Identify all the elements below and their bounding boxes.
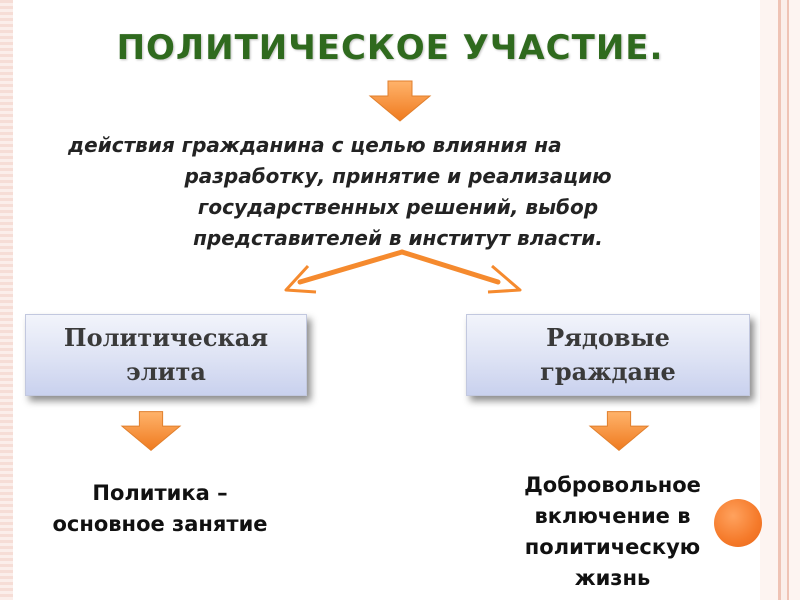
box-label-line: элита (126, 357, 206, 386)
box-label-line: граждане (540, 357, 676, 386)
description-line: жизнь (574, 566, 651, 590)
political-elite-box: Политическая элита (25, 314, 307, 396)
description-line: включение в (534, 504, 691, 528)
definition-line: представителей в институт власти. (193, 226, 603, 250)
down-arrow-icon (368, 80, 432, 122)
description-line: основное занятие (52, 512, 268, 536)
split-arrow-icon (284, 249, 522, 294)
circle-decoration-icon (714, 499, 762, 547)
citizens-description: Добровольное включение в политическую жи… (490, 470, 735, 594)
definition-line: государственных решений, выбор (197, 195, 599, 219)
left-decorative-border (0, 0, 13, 600)
description-line: Политика – (92, 481, 228, 505)
right-decorative-border (760, 0, 800, 600)
definition-line: действия гражданина с целью влияния на (68, 133, 562, 157)
down-arrow-icon (588, 411, 650, 452)
box-label-line: Рядовые (546, 323, 670, 352)
elite-description: Политика – основное занятие (10, 478, 310, 540)
slide-title: ПОЛИТИЧЕСКОЕ УЧАСТИЕ. (116, 28, 664, 68)
description-line: политическую (524, 535, 701, 559)
ordinary-citizens-box: Рядовые граждане (466, 314, 750, 396)
box-label-line: Политическая (63, 323, 269, 352)
description-line: Добровольное (524, 473, 701, 497)
definition-text: действия гражданина с целью влияния на р… (58, 130, 738, 254)
definition-line: разработку, принятие и реализацию (184, 164, 612, 188)
down-arrow-icon (120, 411, 182, 452)
